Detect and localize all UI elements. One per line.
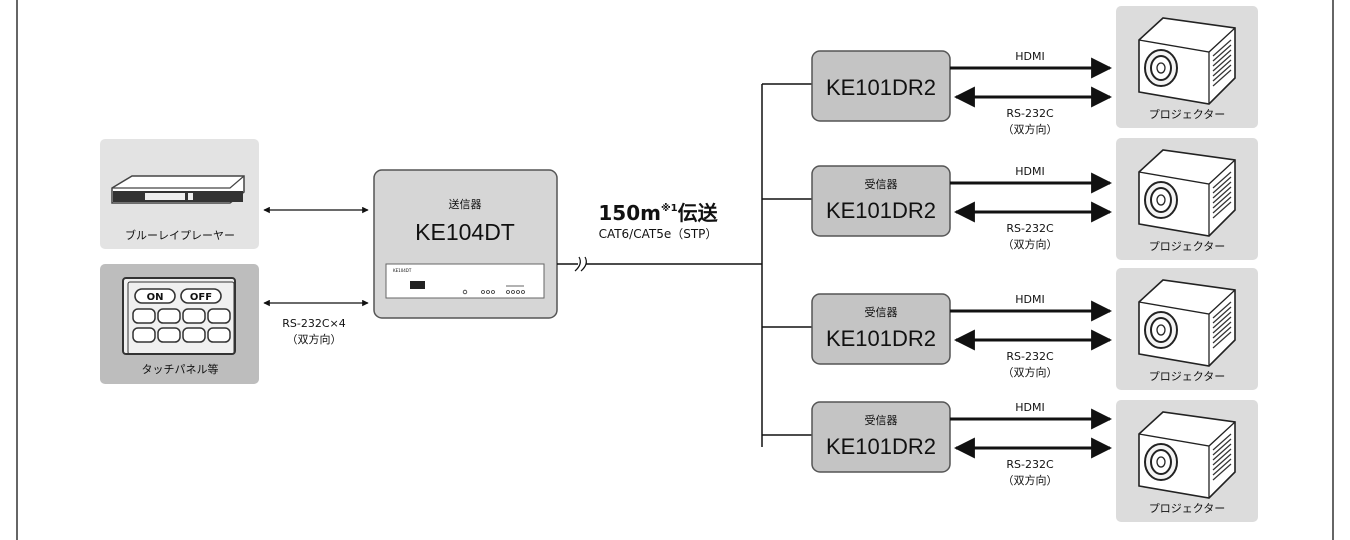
touch-panel-panel: ON OFF タッチパネル等 xyxy=(100,264,259,384)
touch-panel-label: タッチパネル等 xyxy=(142,362,219,376)
hdmi-label: HDMI xyxy=(1015,50,1044,63)
projector-label: プロジェクター xyxy=(1149,502,1226,515)
transmitter-front-panel-icon: KE104DT xyxy=(386,264,544,298)
receiver-row: 受信器 KE101DR2 HDMI RS-232C （双方向） プロジェクター xyxy=(762,138,1258,260)
transmitter-box: 送信器 KE104DT KE104DT xyxy=(374,170,557,318)
link-distance-value: 150m xyxy=(598,201,661,225)
link-distance-title: 150m※1伝送 xyxy=(598,201,718,225)
source-link-label: RS-232C×4 xyxy=(282,317,346,330)
bluray-player-label: ブルーレイプレーヤー xyxy=(125,228,235,242)
serial-sub-label: （双方向） xyxy=(1003,365,1058,379)
transmitter-front-label: KE104DT xyxy=(393,268,412,273)
receiver-row: 受信器 KE101DR2 HDMI RS-232C （双方向） プロジェクター xyxy=(762,400,1258,522)
touch-panel-off-label: OFF xyxy=(190,292,212,303)
projector-icon xyxy=(1139,412,1235,498)
serial-sub-label: （双方向） xyxy=(1003,122,1058,136)
projector-label: プロジェクター xyxy=(1149,370,1226,383)
hdmi-label: HDMI xyxy=(1015,293,1044,306)
serial-label: RS-232C xyxy=(1006,458,1054,471)
link-distance-suffix: 伝送 xyxy=(678,201,719,225)
projector-label: プロジェクター xyxy=(1149,108,1226,121)
touch-panel-icon: ON OFF xyxy=(123,278,235,354)
receiver-sub-label: 受信器 xyxy=(865,306,898,319)
projector-icon xyxy=(1139,18,1235,104)
link-cable-label: CAT6/CAT5e（STP） xyxy=(599,227,718,241)
receiver-model: KE101DR2 xyxy=(826,198,936,223)
receiver-sub-label: 受信器 xyxy=(865,178,898,191)
receiver-group: KE101DR2HDMIRS-232C（双方向）プロジェクター受信器KE101D… xyxy=(762,6,1258,522)
receiver-sub-label: 受信器 xyxy=(865,414,898,427)
transmitter-sub-label: 送信器 xyxy=(449,197,482,211)
serial-label: RS-232C xyxy=(1006,107,1054,120)
receiver-row: 受信器 KE101DR2 HDMI RS-232C （双方向） プロジェクター xyxy=(762,268,1258,390)
projector-icon xyxy=(1139,280,1235,366)
touch-panel-on-label: ON xyxy=(147,292,164,303)
link-distance-note: ※1 xyxy=(661,202,678,214)
hdmi-label: HDMI xyxy=(1015,165,1044,178)
projector-label: プロジェクター xyxy=(1149,240,1226,253)
projector-icon xyxy=(1139,150,1235,236)
serial-label: RS-232C xyxy=(1006,222,1054,235)
bluray-player-panel: ブルーレイプレーヤー xyxy=(100,139,259,249)
receiver-model: KE101DR2 xyxy=(826,75,936,100)
receiver-model: KE101DR2 xyxy=(826,326,936,351)
receiver-row: KE101DR2 HDMI RS-232C （双方向） プロジェクター xyxy=(762,6,1258,136)
bluray-player-icon xyxy=(112,176,244,203)
source-link-sub: （双方向） xyxy=(287,332,342,346)
serial-label: RS-232C xyxy=(1006,350,1054,363)
transmitter-model: KE104DT xyxy=(415,219,515,245)
serial-sub-label: （双方向） xyxy=(1003,237,1058,251)
serial-sub-label: （双方向） xyxy=(1003,473,1058,487)
receiver-model: KE101DR2 xyxy=(826,434,936,459)
hdmi-label: HDMI xyxy=(1015,401,1044,414)
